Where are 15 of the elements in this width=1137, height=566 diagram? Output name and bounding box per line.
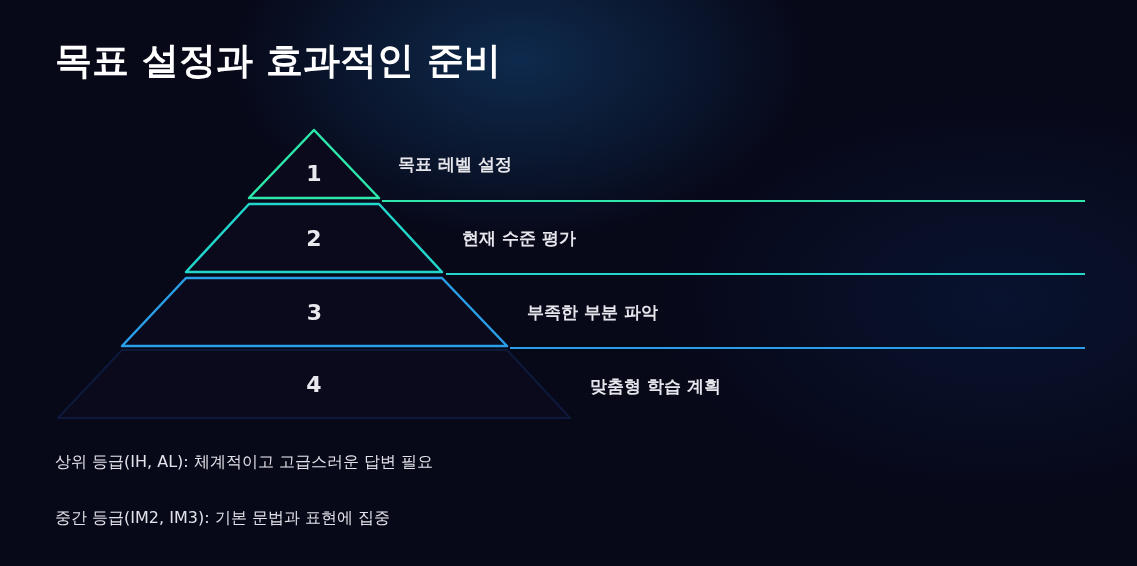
tier-number: 4 [306, 371, 322, 397]
pyramid-tier [122, 278, 507, 346]
tier-label: 부족한 부분 파악 [527, 300, 658, 324]
tier-number: 3 [306, 299, 323, 325]
tier-label: 맞춤형 학습 계획 [590, 374, 721, 398]
note-text: 중간 등급(IM2, IM3): 기본 문법과 표현에 집중 [55, 507, 390, 529]
title: 목표 설정과 효과적인 준비 [55, 38, 501, 84]
note-text: 상위 등급(IH, AL): 체계적이고 고급스러운 답변 필요 [55, 451, 434, 473]
tier-label: 현재 수준 평가 [462, 226, 576, 250]
tier-number: 2 [306, 225, 322, 251]
pyramid-tier [186, 204, 442, 272]
tier-number: 1 [306, 160, 322, 186]
tier-label: 목표 레벨 설정 [398, 152, 512, 176]
pyramid-tier [58, 350, 570, 418]
pyramid-tier [249, 130, 379, 198]
